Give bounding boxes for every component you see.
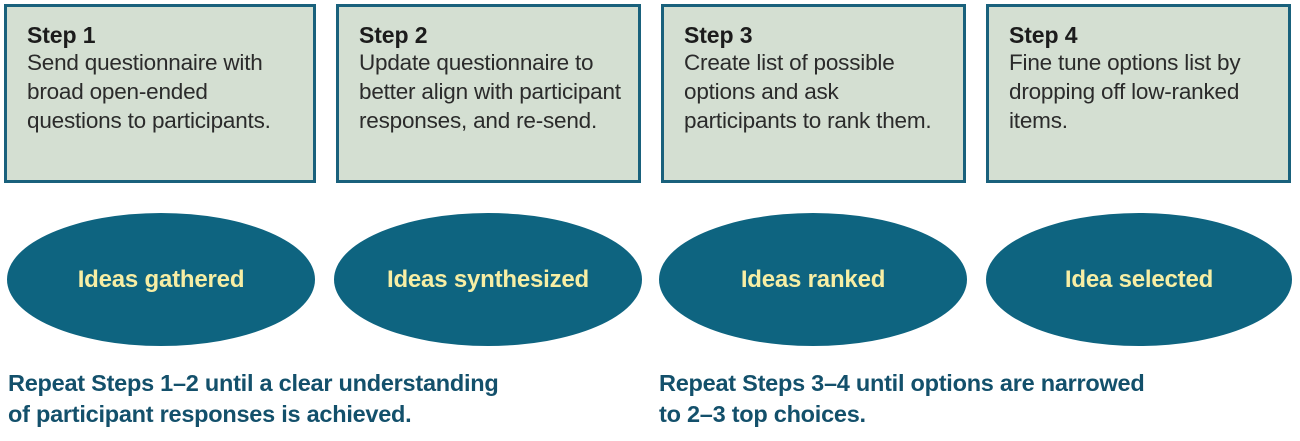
outcome-label-1: Ideas gathered bbox=[77, 265, 245, 293]
step-description-2: Update questionnaire to better align wit… bbox=[359, 50, 621, 133]
step-description-1: Send questionnaire with broad open-ended… bbox=[27, 50, 271, 133]
step-title-3: Step 3 bbox=[684, 22, 753, 48]
outcome-label-3: Ideas ranked bbox=[740, 265, 886, 293]
caption-1-line-1: Repeat Steps 1–2 until a clear understan… bbox=[8, 370, 499, 396]
step-box-2: Step 2 Update questionnaire to better al… bbox=[336, 4, 641, 183]
outcome-label-4: Idea selected bbox=[1064, 265, 1214, 293]
caption-2-line-1: Repeat Steps 3–4 until options are narro… bbox=[659, 370, 1145, 396]
step-description-4: Fine tune options list by dropping off l… bbox=[1009, 50, 1241, 133]
outcome-ellipse-4: Idea selected bbox=[986, 213, 1292, 346]
step-title-1: Step 1 bbox=[27, 22, 96, 48]
outcome-label-2: Ideas synthesized bbox=[386, 265, 590, 293]
caption-1-line-2: of participant responses is achieved. bbox=[8, 401, 412, 428]
caption-2-line-2: to 2–3 top choices. bbox=[659, 401, 866, 428]
caption-steps-1-2: Repeat Steps 1–2 until a clear understan… bbox=[8, 368, 628, 431]
step-box-1: Step 1 Send questionnaire with broad ope… bbox=[4, 4, 316, 183]
step-title-4: Step 4 bbox=[1009, 22, 1078, 48]
outcome-ellipse-2: Ideas synthesized bbox=[334, 213, 642, 346]
step-box-4: Step 4 Fine tune options list by droppin… bbox=[986, 4, 1291, 183]
outcome-ellipse-3: Ideas ranked bbox=[659, 213, 967, 346]
outcome-ellipse-1: Ideas gathered bbox=[7, 213, 315, 346]
caption-steps-3-4: Repeat Steps 3–4 until options are narro… bbox=[659, 368, 1279, 431]
step-title-2: Step 2 bbox=[359, 22, 428, 48]
step-description-3: Create list of possible options and ask … bbox=[684, 50, 932, 133]
step-box-3: Step 3 Create list of possible options a… bbox=[661, 4, 966, 183]
